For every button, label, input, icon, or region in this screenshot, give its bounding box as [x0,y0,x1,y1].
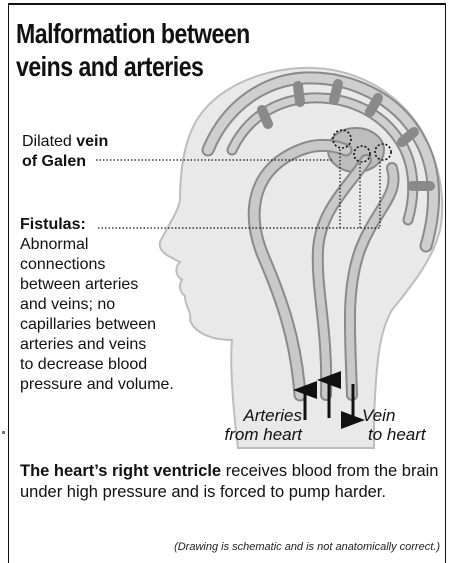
fistulas-line: connections [20,255,210,275]
vein-label-prefix: Dilated [22,133,76,150]
schematic-note: (Drawing is schematic and is not anatomi… [174,541,440,553]
fistulas-line: pressure and volume. [20,375,210,395]
arteries-label-line-2: from heart [212,425,302,444]
vein-label-line-2: to heart [362,425,442,444]
footer-bold: The heart’s right ventricle [20,462,221,480]
vein-label-line-1: Vein [362,406,442,425]
heart-explanation: The heart’s right ventricle receives blo… [20,461,440,503]
fistulas-line: Abnormal [20,235,210,255]
arteries-label-line-1: Arteries [212,406,302,425]
fistulas-line: and veins; no [20,295,210,315]
fistulas-label: Fistulas: Abnormal connections between a… [20,215,210,395]
vein-to-heart-label: Vein to heart [362,406,442,444]
arteries-label: Arteries from heart [212,406,302,444]
fistulas-heading: Fistulas: [20,215,210,235]
page-title: Malformation between veins and arteries [16,17,250,83]
fistulas-line: capillaries between [20,315,210,335]
title-line-1: Malformation between [16,17,250,50]
fistulas-line: to decrease blood [20,355,210,375]
title-line-2: veins and arteries [16,50,250,83]
vein-of-galen-label: Dilated vein of Galen [22,132,108,172]
vein-label-bold-2: of Galen [22,153,86,170]
fistulas-line: between arteries [20,275,210,295]
fistulas-line: arteries and veins [20,335,210,355]
vein-label-bold-1: vein [76,133,108,150]
